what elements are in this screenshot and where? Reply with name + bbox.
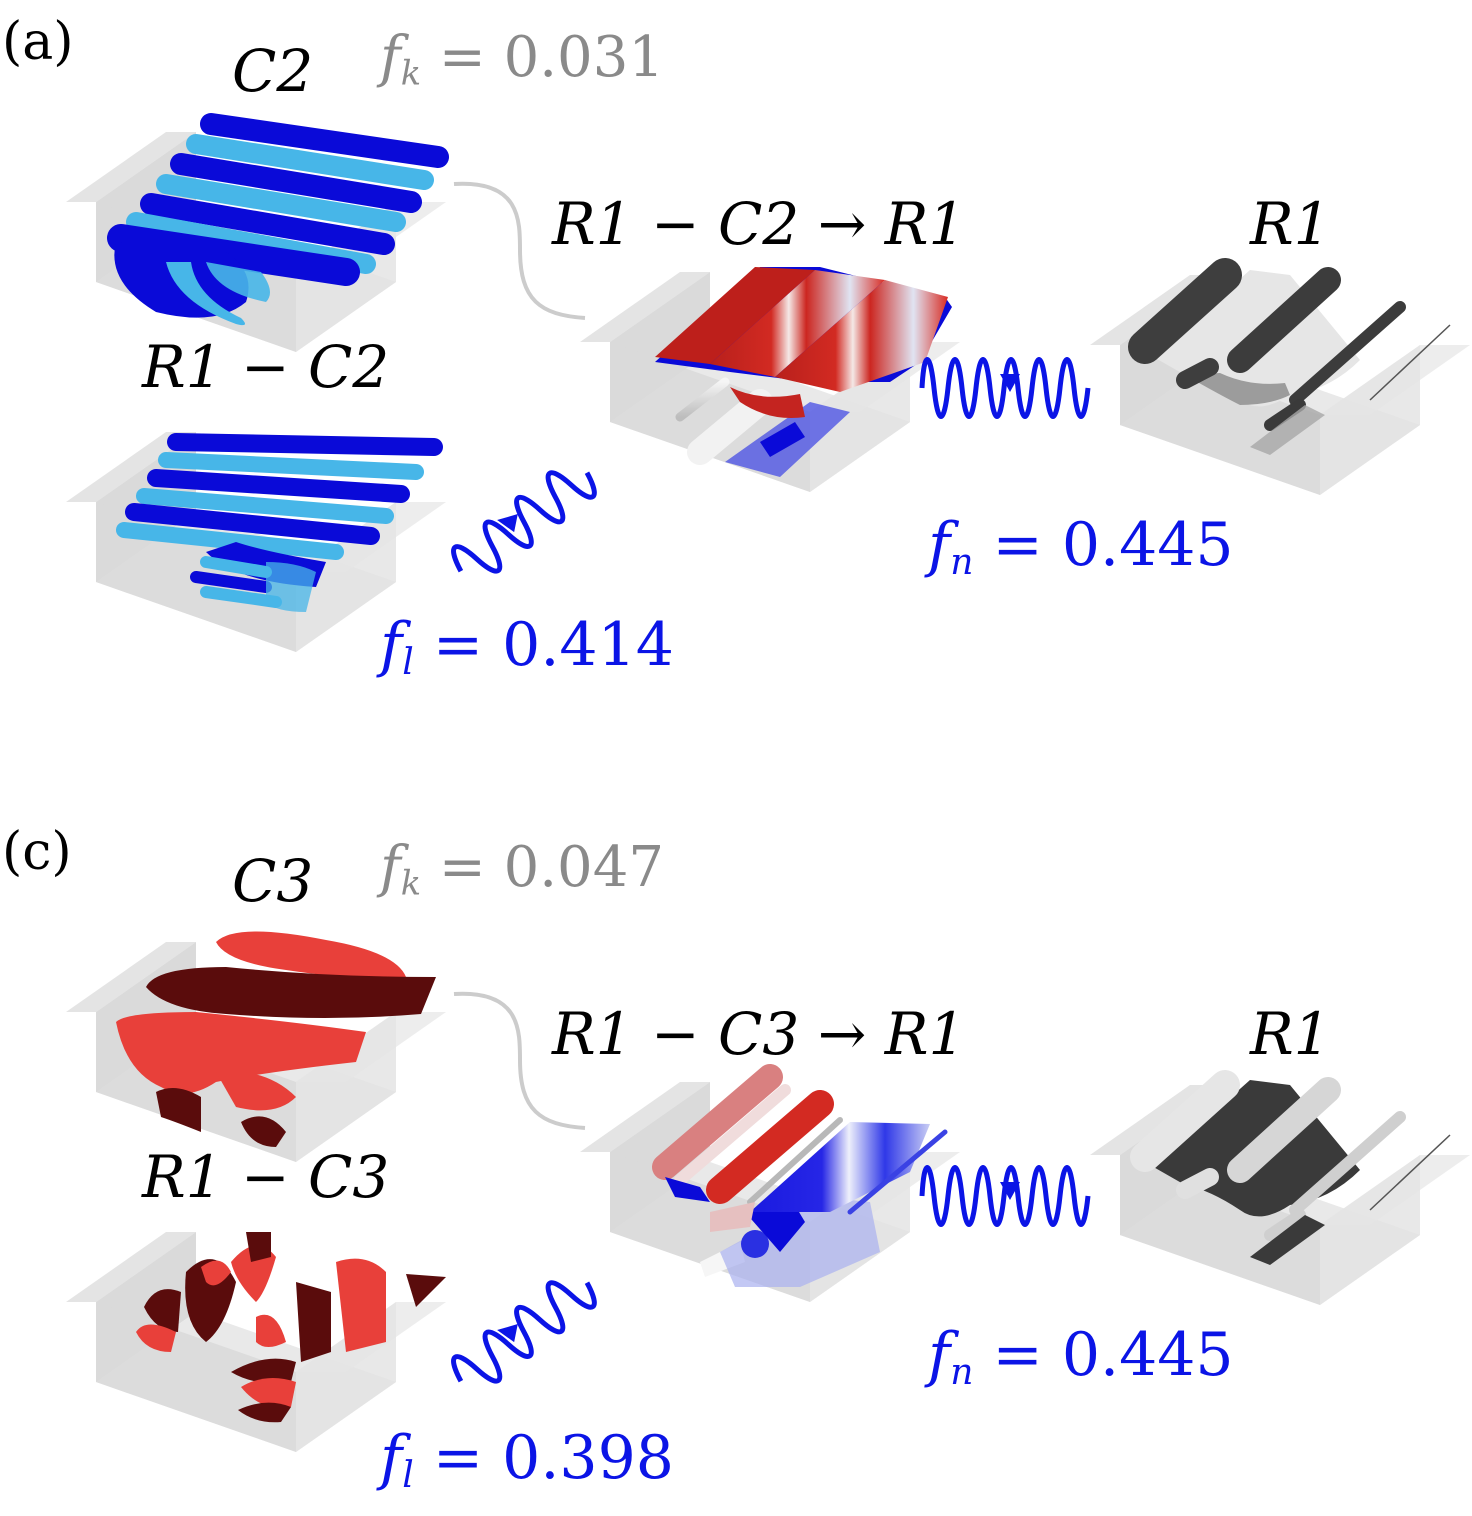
fk-sub-a: k: [400, 53, 422, 93]
fk-var-c: f: [380, 835, 401, 900]
panel-c-state-c3: [66, 931, 446, 1162]
panel-a-transition: [580, 267, 960, 492]
target-label-c: R1: [1250, 1000, 1331, 1068]
fn-value-a: = 0.445: [992, 510, 1234, 580]
spring-fn-a: [919, 357, 1091, 419]
target-label-a: R1: [1250, 190, 1331, 258]
fn-sub-a: n: [950, 542, 974, 583]
fk-value-a: = 0.031: [438, 25, 664, 90]
fl-sub-c: l: [402, 1455, 414, 1496]
fn-value-c: = 0.445: [992, 1320, 1234, 1390]
fk-label-a: fk = 0.031: [380, 30, 664, 90]
spring-fl-c: [451, 1280, 597, 1384]
fl-var-c: f: [380, 1423, 403, 1493]
panel-a-state-c2: [66, 113, 449, 352]
panel-c-residual: [66, 1232, 446, 1452]
fk-sub-c: k: [400, 863, 422, 903]
panel-tag-c: (c): [2, 822, 72, 882]
fn-var-c: f: [928, 1320, 951, 1390]
fl-var-a: f: [380, 610, 403, 680]
transition-label-a: R1 − C2 → R1: [552, 190, 966, 258]
fk-var-a: f: [380, 25, 401, 90]
spring-fn-c: [919, 1165, 1091, 1227]
residual-label-a: R1 − C2: [142, 333, 390, 401]
fk-label-c: fk = 0.047: [380, 840, 664, 900]
fl-value-a: = 0.414: [432, 610, 674, 680]
fn-sub-c: n: [950, 1352, 974, 1393]
connector-curve-c: [453, 991, 586, 1130]
panel-a-residual: [66, 432, 446, 652]
fl-sub-a: l: [402, 642, 414, 683]
state-label-c3: C3: [232, 847, 314, 915]
fl-label-a: fl = 0.414: [380, 615, 674, 681]
spring-fl-a: [451, 470, 597, 574]
connector-curve-a: [453, 181, 586, 320]
state-label-c2: C2: [232, 37, 314, 105]
fn-label-a: fn = 0.445: [928, 515, 1234, 581]
panel-c-target: [1090, 1070, 1470, 1305]
transition-label-c: R1 − C3 → R1: [552, 1000, 966, 1068]
residual-label-c: R1 − C3: [142, 1143, 390, 1211]
fn-label-c: fn = 0.445: [928, 1325, 1234, 1391]
fn-var-a: f: [928, 510, 951, 580]
panel-c-transition: [580, 1064, 960, 1302]
fl-label-c: fl = 0.398: [380, 1428, 674, 1494]
panel-tag-a: (a): [2, 12, 74, 72]
fk-value-c: = 0.047: [438, 835, 664, 900]
fl-value-c: = 0.398: [432, 1423, 674, 1493]
panel-a-target: [1090, 258, 1470, 495]
